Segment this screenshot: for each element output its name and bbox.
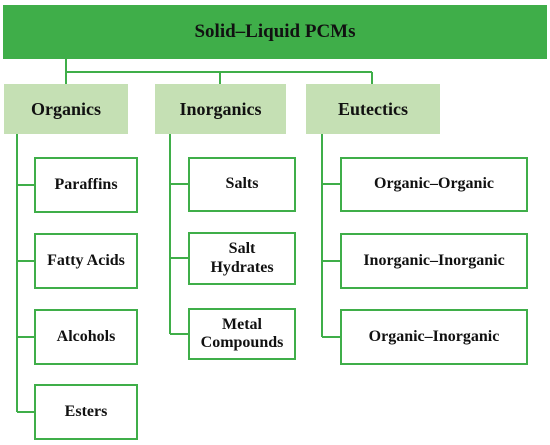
- leaf-salts: Salts: [188, 157, 296, 212]
- leaf-esters: Esters: [34, 384, 138, 440]
- category-eutectics: Eutectics: [306, 84, 440, 134]
- leaf-inorganic-inorganic: Inorganic–Inorganic: [340, 233, 528, 289]
- leaf-salt-hydrates: Salt Hydrates: [188, 232, 296, 285]
- leaf-organic-organic: Organic–Organic: [340, 157, 528, 212]
- root-node: Solid–Liquid PCMs: [3, 5, 547, 59]
- leaf-alcohols: Alcohols: [34, 309, 138, 365]
- leaf-paraffins: Paraffins: [34, 157, 138, 213]
- category-organics: Organics: [4, 84, 128, 134]
- leaf-fatty-acids: Fatty Acids: [34, 233, 138, 289]
- leaf-metal-compounds: Metal Compounds: [188, 308, 296, 360]
- leaf-organic-inorganic: Organic–Inorganic: [340, 309, 528, 365]
- category-inorganics: Inorganics: [155, 84, 286, 134]
